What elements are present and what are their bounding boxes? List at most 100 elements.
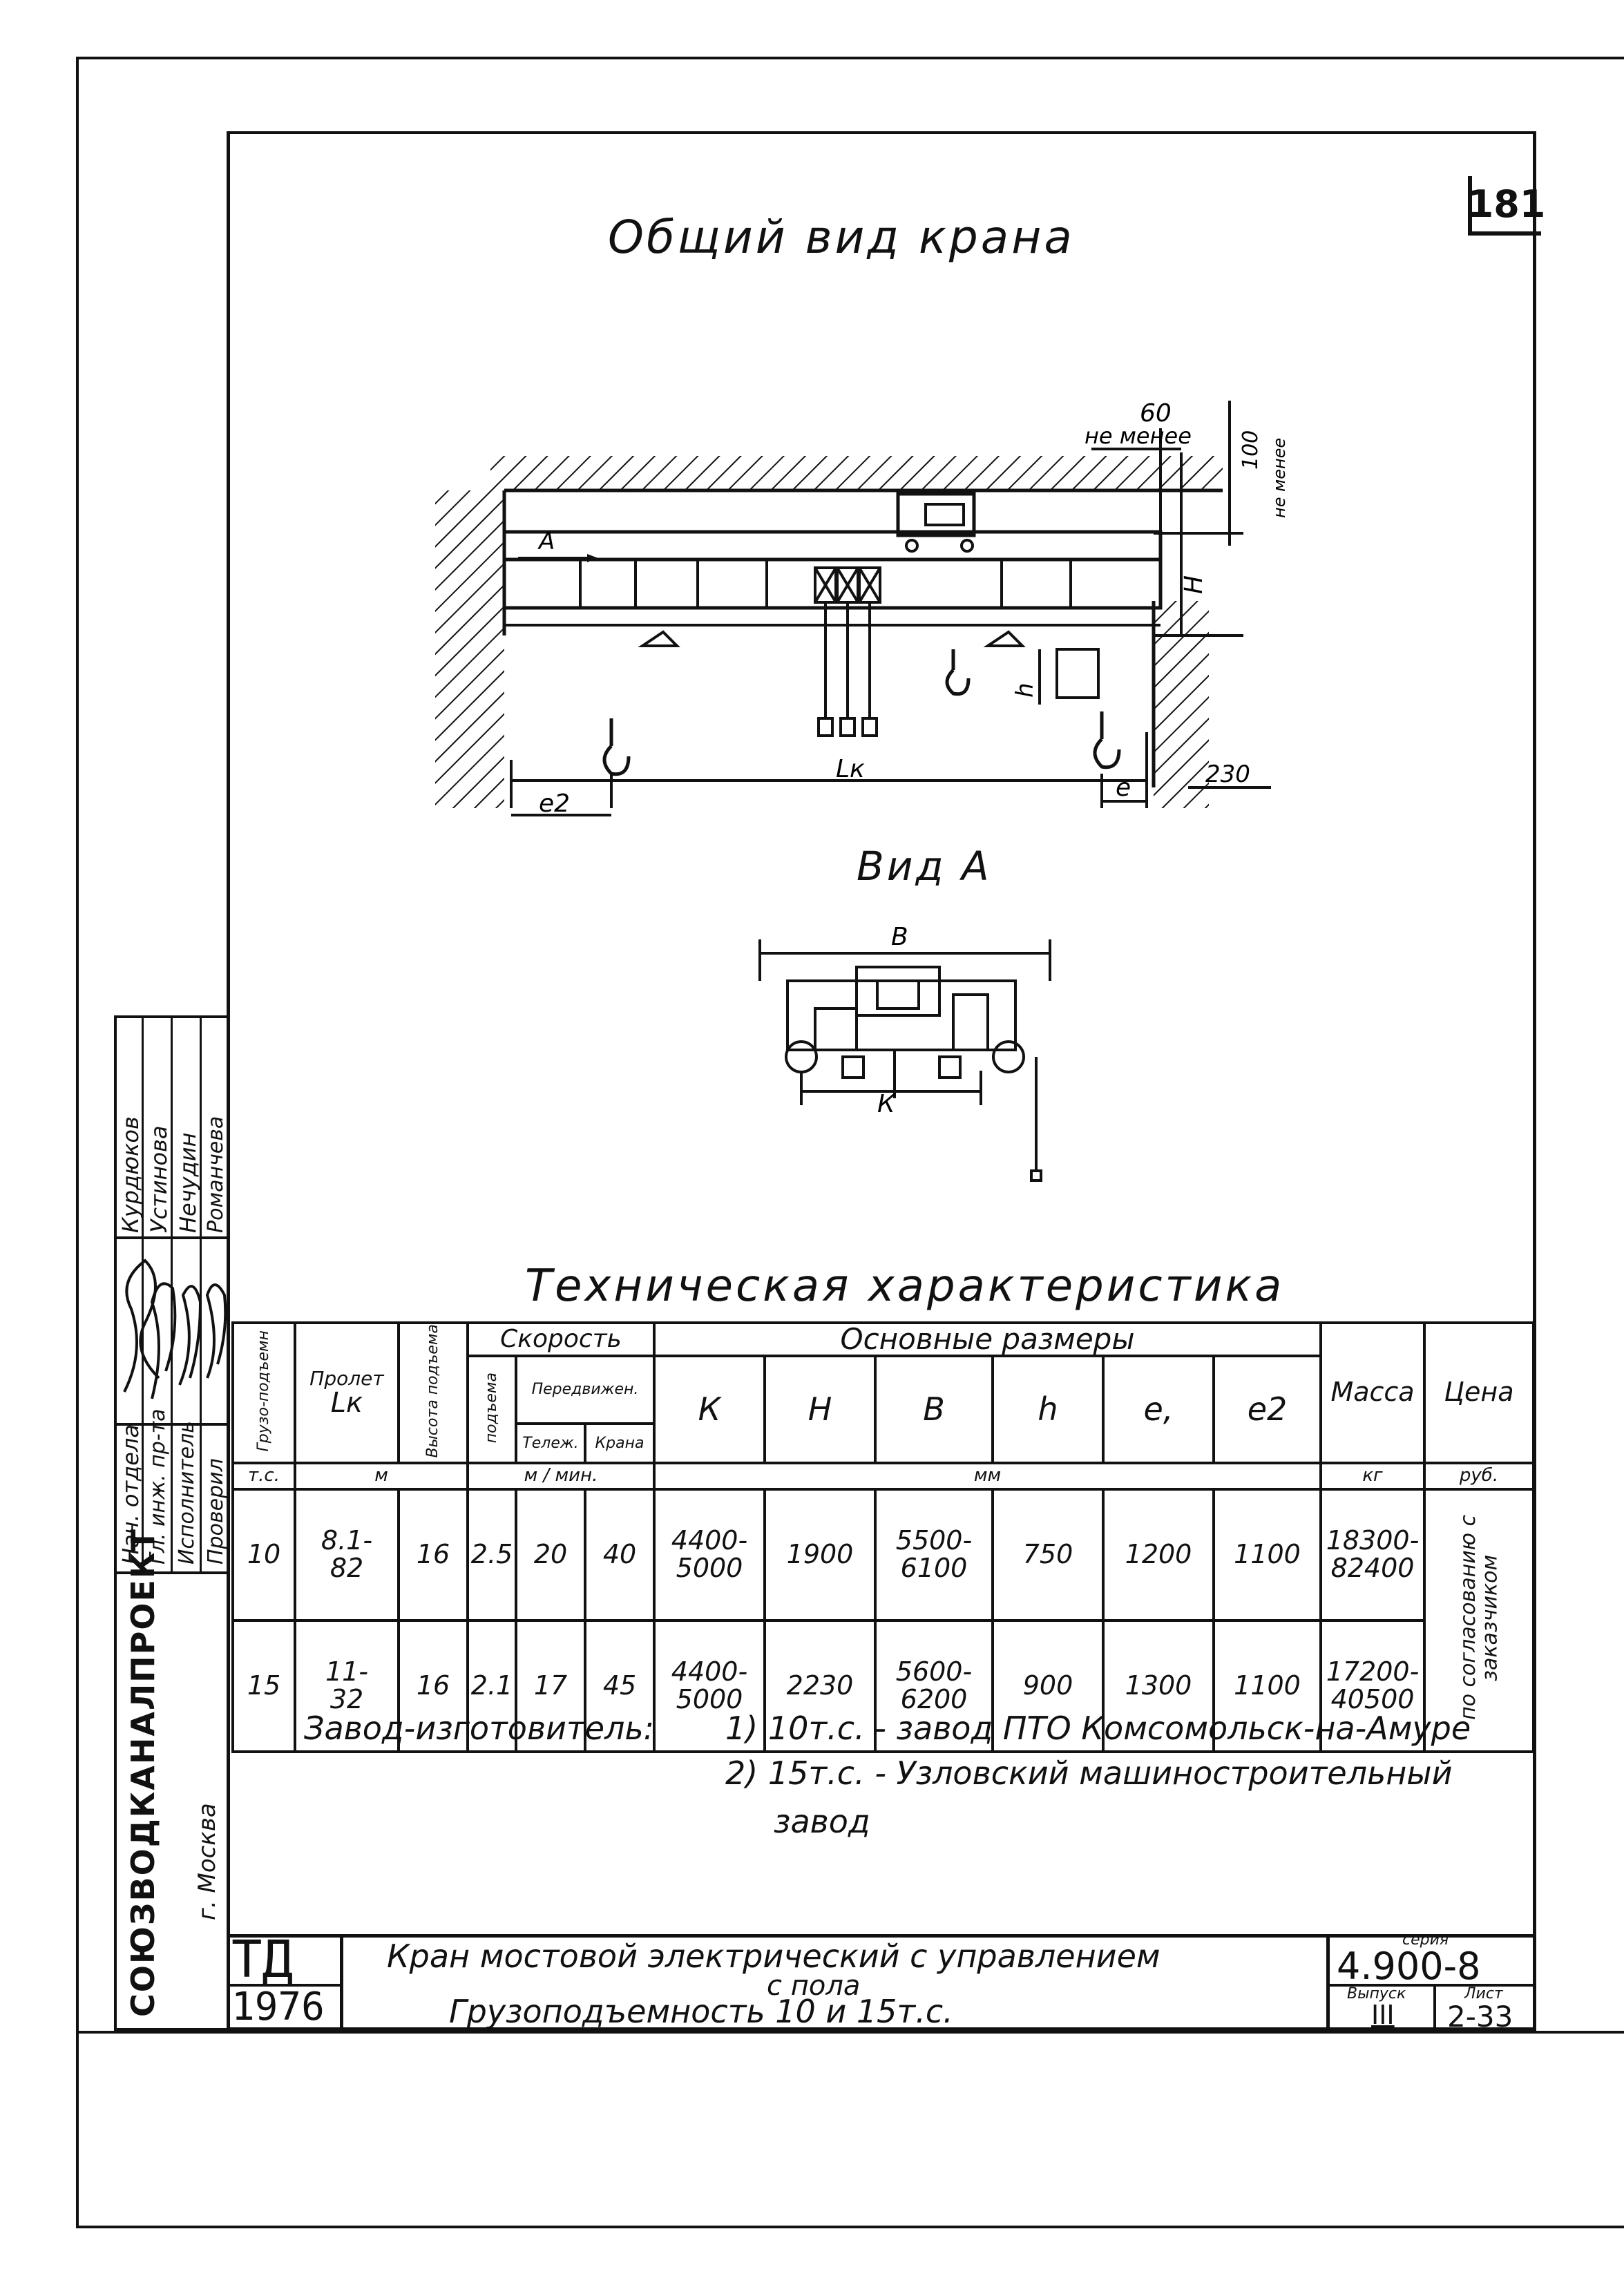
hdr-peredvizh: Передвижен. <box>515 1355 656 1425</box>
dim-ne-menee: не менее <box>1085 423 1192 449</box>
cell-v-lift: 2.5 <box>466 1487 517 1622</box>
year: 1976 <box>231 1985 325 2029</box>
cell-e2: 1100 <box>1212 1618 1323 1753</box>
titleblock-v1 <box>340 1934 343 2031</box>
dim-e2: e2 <box>539 790 570 818</box>
hdr-B: В <box>874 1355 994 1464</box>
title-line-2: с пола <box>767 1970 861 2002</box>
issue-label: Выпуск <box>1347 1985 1406 2002</box>
cell-q: 10 <box>231 1487 296 1622</box>
hdr-telezh: Тележ. <box>515 1422 586 1464</box>
dim-Lk: Lк <box>836 755 865 783</box>
lower-strip-line <box>76 2031 1624 2034</box>
cell-mass: 18300- 82400 <box>1319 1487 1426 1622</box>
stamp-name-3: Нечудин <box>175 1132 201 1233</box>
cell-v-trolley: 17 <box>515 1618 586 1753</box>
cell-hgt: 16 <box>397 1487 469 1622</box>
hdr-gruzopodem: Грузо-подъемн <box>231 1321 296 1464</box>
cell-B: 5500- 6100 <box>874 1487 994 1622</box>
view-arrow-A: А <box>537 528 555 555</box>
hdr-vysota: Высота подъема <box>397 1321 469 1464</box>
cell-B: 5600- 6200 <box>874 1618 994 1753</box>
hdr-osnovnye: Основные размеры <box>652 1321 1323 1358</box>
dim-e: e <box>1116 774 1131 802</box>
table-row: 10 8.1- 82 16 2.5 20 40 4400- 5000 1900 … <box>231 1487 1536 1753</box>
stamp-vdiv-2 <box>171 1015 173 1571</box>
dim-ne-menee-vertical: не менее <box>1270 438 1289 518</box>
stamp-name-1: Курдюков <box>117 1116 144 1233</box>
unit-kg: кг <box>1319 1461 1426 1491</box>
cell-e1: 1200 <box>1102 1487 1215 1622</box>
title-line-3: Грузоподъемность 10 и 15т.с. <box>449 1993 953 2030</box>
hdr-H: Н <box>763 1355 877 1464</box>
crane-general-view: 60 не менее 100 не менее H h Lк e2 e 230… <box>435 399 1289 818</box>
view-a-dim-K: К <box>877 1090 896 1118</box>
hdr-podema: подъема <box>466 1355 517 1464</box>
outer-frame-left <box>76 57 79 2226</box>
view-a-dim-B: В <box>891 923 908 951</box>
cell-K: 4400- 5000 <box>653 1618 766 1753</box>
hdr-e2: e2 <box>1212 1355 1323 1464</box>
cell-span: 11- 32 <box>294 1618 400 1753</box>
inner-frame-top <box>227 131 1536 134</box>
dim-H: H <box>1180 575 1208 594</box>
cell-h: 900 <box>991 1618 1105 1753</box>
stamp-org: СОЮЗВОДКАНАЛПРОЕКТ <box>124 1528 162 2017</box>
unit-rub: руб. <box>1423 1461 1536 1491</box>
cell-price-note: по согласованию с заказчиком <box>1423 1487 1536 1753</box>
unit-ts: т.с. <box>231 1461 296 1491</box>
stamp-name-4: Романчева <box>204 1116 228 1233</box>
cell-span: 8.1- 82 <box>294 1487 400 1622</box>
titleblock-h-right <box>1326 1984 1536 1987</box>
hdr-massa: Масса <box>1319 1321 1426 1464</box>
stamp-divider-3 <box>114 1571 230 1574</box>
series-number: 4.900-8 <box>1337 1944 1481 1988</box>
titleblock-top <box>227 1934 1536 1938</box>
cell-K: 4400- 5000 <box>653 1487 766 1622</box>
titleblock-v3 <box>1433 1984 1436 2031</box>
page-number: 181 <box>1468 176 1545 236</box>
cell-e2: 1100 <box>1212 1487 1323 1622</box>
tech-title: Техническая характеристика <box>525 1261 1285 1312</box>
dim-230: 230 <box>1205 761 1250 788</box>
cell-q: 15 <box>231 1618 296 1753</box>
hdr-K: К <box>653 1355 766 1464</box>
drawing-title: Общий вид крана <box>608 211 1075 264</box>
title-line-1: Кран мостовой электрический с управление… <box>387 1938 1160 1975</box>
manufacturer-label: Завод-изготовитель: <box>304 1710 655 1747</box>
titleblock-h-left <box>227 1984 340 1987</box>
cell-hgt: 16 <box>397 1618 469 1753</box>
hdr-skorost: Скорость <box>466 1321 656 1358</box>
dim-60: 60 <box>1140 399 1172 428</box>
cell-mass: 17200- 40500 <box>1319 1618 1426 1753</box>
unit-mm: мм <box>652 1461 1323 1491</box>
stamp-vdiv-1 <box>142 1015 144 1571</box>
stamp-city: г. Москва <box>193 1803 221 1920</box>
dim-h: h <box>1011 682 1039 698</box>
dim-100: 100 <box>1239 430 1263 470</box>
view-a-drawing: В К <box>758 923 1051 1182</box>
unit-m: м <box>294 1461 469 1491</box>
signatures <box>123 1259 227 1399</box>
cell-e1: 1300 <box>1102 1618 1215 1753</box>
manufacturer-item-1: 1) 10т.с. - завод ПТО Комсомольск-на-Аму… <box>725 1710 1471 1747</box>
table-row: 15 11- 32 16 2.1 17 45 4400- 5000 2230 5… <box>231 1618 1534 1753</box>
sheet-number: 2-33 <box>1447 2000 1513 2034</box>
unit-m-min: м / мин. <box>466 1461 656 1491</box>
hdr-tsena: Цена <box>1423 1321 1536 1464</box>
stamp-name-2: Устинова <box>146 1125 172 1234</box>
stamp-role-3: Исполнитель <box>175 1421 199 1565</box>
series-label: серия <box>1402 1931 1449 1949</box>
cell-h: 750 <box>991 1487 1105 1622</box>
manufacturer-item-3: завод <box>774 1803 870 1840</box>
cell-H: 2230 <box>763 1618 877 1753</box>
cell-v-trolley: 20 <box>515 1487 586 1622</box>
manufacturer-item-2: 2) 15т.с. - Узловский машиностроительный <box>725 1754 1453 1792</box>
outer-frame-bottom <box>76 2226 1624 2228</box>
cell-v-crane: 40 <box>584 1487 656 1622</box>
view-a-title: Вид А <box>857 843 992 890</box>
stamp-vdiv-3 <box>200 1015 202 1571</box>
hdr-h: h <box>991 1355 1105 1464</box>
